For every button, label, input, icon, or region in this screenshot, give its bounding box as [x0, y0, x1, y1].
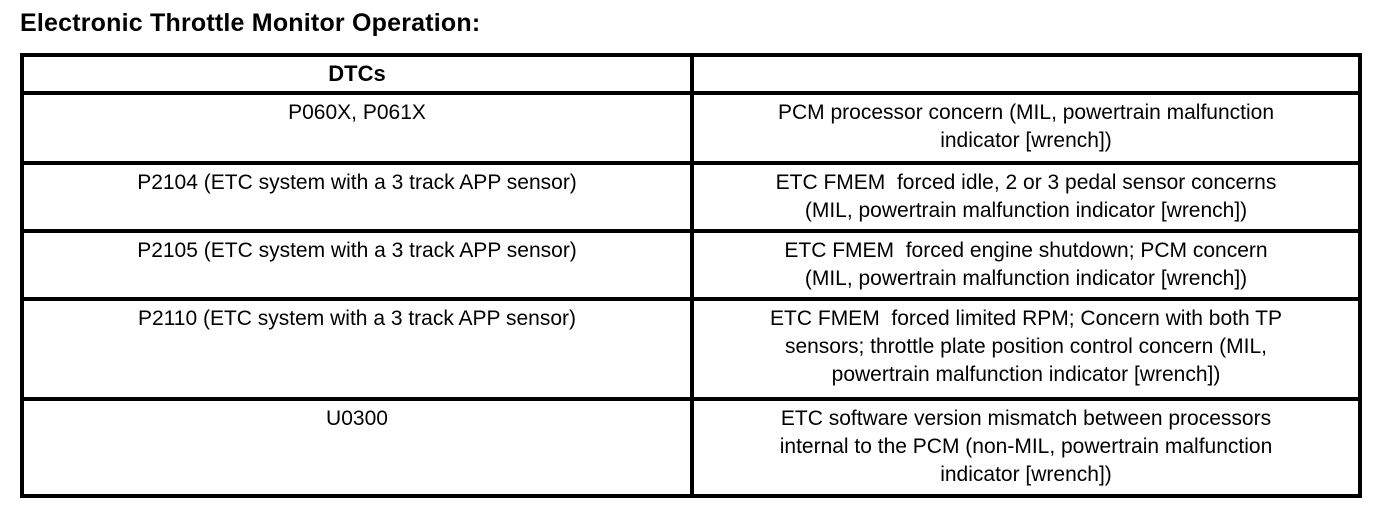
description-cell: ETC FMEM forced engine shutdown; PCM con…: [690, 229, 1362, 301]
description-cell: ETC software version mismatch between pr…: [690, 397, 1362, 498]
dtc-cell: P2104 (ETC system with a 3 track APP sen…: [20, 161, 694, 233]
dtc-table: DTCs P060X, P061X PCM processor concern …: [20, 53, 1362, 498]
table-row: P060X, P061X PCM processor concern (MIL,…: [20, 91, 1362, 165]
description-cell: PCM processor concern (MIL, powertrain m…: [690, 91, 1362, 165]
description-cell: ETC FMEM forced limited RPM; Concern wit…: [690, 297, 1362, 401]
table-row: P2104 (ETC system with a 3 track APP sen…: [20, 161, 1362, 233]
description-cell: ETC FMEM forced idle, 2 or 3 pedal senso…: [690, 161, 1362, 233]
dtc-cell: P2110 (ETC system with a 3 track APP sen…: [20, 297, 694, 401]
page-title: Electronic Throttle Monitor Operation:: [20, 9, 481, 37]
header-cell-dtcs: DTCs: [20, 53, 694, 95]
dtc-cell: U0300: [20, 397, 694, 498]
table-row: U0300 ETC software version mismatch betw…: [20, 397, 1362, 498]
header-cell-description: [690, 53, 1362, 95]
dtc-cell: P2105 (ETC system with a 3 track APP sen…: [20, 229, 694, 301]
table-header-row: DTCs: [20, 53, 1362, 95]
table-row: P2105 (ETC system with a 3 track APP sen…: [20, 229, 1362, 301]
table-row: P2110 (ETC system with a 3 track APP sen…: [20, 297, 1362, 401]
dtc-cell: P060X, P061X: [20, 91, 694, 165]
